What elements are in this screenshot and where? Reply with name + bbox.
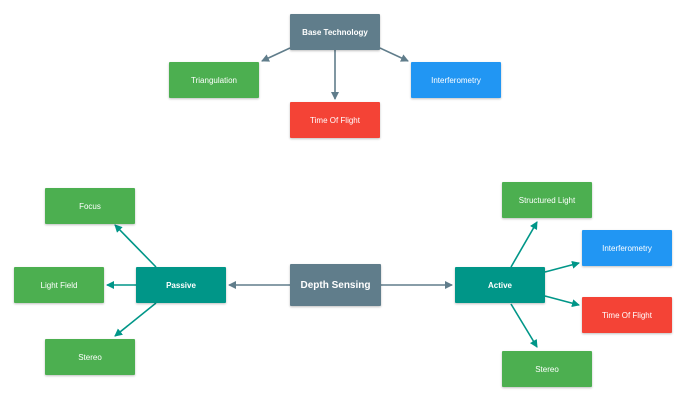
node-time-of-flight-active: Time Of Flight [582, 297, 672, 333]
arrow-active-to-structured-light [510, 221, 538, 268]
node-light-field: Light Field [14, 267, 104, 303]
node-stereo-passive: Stereo [45, 339, 135, 375]
node-passive: Passive [136, 267, 226, 303]
arrow-active-to-time-of-flight [544, 295, 580, 308]
node-depth-sensing: Depth Sensing [290, 264, 381, 306]
arrow-active-to-interferometry [544, 260, 580, 273]
arrow-base-to-triangulation [261, 47, 291, 62]
node-stereo-active: Stereo [502, 351, 592, 387]
node-focus: Focus [45, 188, 135, 224]
node-triangulation: Triangulation [169, 62, 259, 98]
arrow-passive-to-stereo [114, 302, 157, 337]
node-interferometry-active: Interferometry [582, 230, 672, 266]
node-time-of-flight-top: Time Of Flight [290, 102, 380, 138]
arrow-active-to-stereo [510, 303, 538, 348]
node-interferometry-top: Interferometry [411, 62, 501, 98]
arrow-base-to-interferometry [379, 47, 409, 62]
node-structured-light: Structured Light [502, 182, 592, 218]
arrow-passive-to-focus [114, 224, 157, 268]
node-base-technology: Base Technology [290, 14, 380, 50]
node-active: Active [455, 267, 545, 303]
